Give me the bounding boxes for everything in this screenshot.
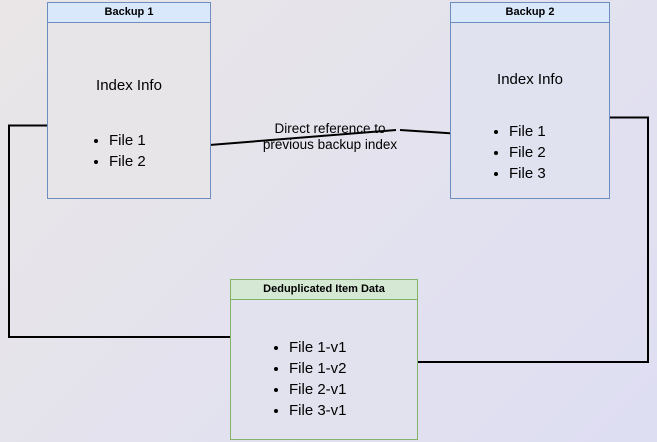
list-item: File 2-v1 (289, 379, 347, 400)
deduplicated-item-data-box[interactable]: Deduplicated Item Data File 1-v1 File 1-… (230, 279, 418, 440)
backup1-header: Backup 1 (48, 3, 210, 23)
list-item: File 1-v2 (289, 358, 347, 379)
list-item: File 1 (509, 121, 546, 142)
backup2-box[interactable]: Backup 2 Index Info File 1 File 2 File 3 (450, 2, 610, 199)
list-item: File 3 (509, 163, 546, 184)
direct-reference-label-line2: previous backup index (262, 137, 398, 152)
backup2-index-info-label: Index Info (497, 71, 563, 88)
backup2-file-list: File 1 File 2 File 3 (493, 121, 546, 184)
dedup-header: Deduplicated Item Data (231, 280, 417, 300)
backup2-body: Index Info File 1 File 2 File 3 (451, 23, 609, 198)
direct-reference-label-line1: Direct reference to (274, 121, 386, 136)
backup1-box[interactable]: Backup 1 Index Info File 1 File 2 (47, 2, 211, 199)
backup1-index-info-label: Index Info (96, 77, 162, 94)
backup2-header: Backup 2 (451, 3, 609, 23)
dedup-file-list: File 1-v1 File 1-v2 File 2-v1 File 3-v1 (273, 337, 347, 421)
list-item: File 2 (109, 151, 146, 172)
list-item: File 3-v1 (289, 400, 347, 421)
list-item: File 1-v1 (289, 337, 347, 358)
backup1-body: Index Info File 1 File 2 (48, 23, 210, 198)
list-item: File 2 (509, 142, 546, 163)
dedup-body: File 1-v1 File 1-v2 File 2-v1 File 3-v1 (231, 300, 417, 439)
direct-reference-label: Direct reference to previous backup inde… (246, 121, 414, 153)
list-item: File 1 (109, 130, 146, 151)
backup1-file-list: File 1 File 2 (93, 130, 146, 172)
